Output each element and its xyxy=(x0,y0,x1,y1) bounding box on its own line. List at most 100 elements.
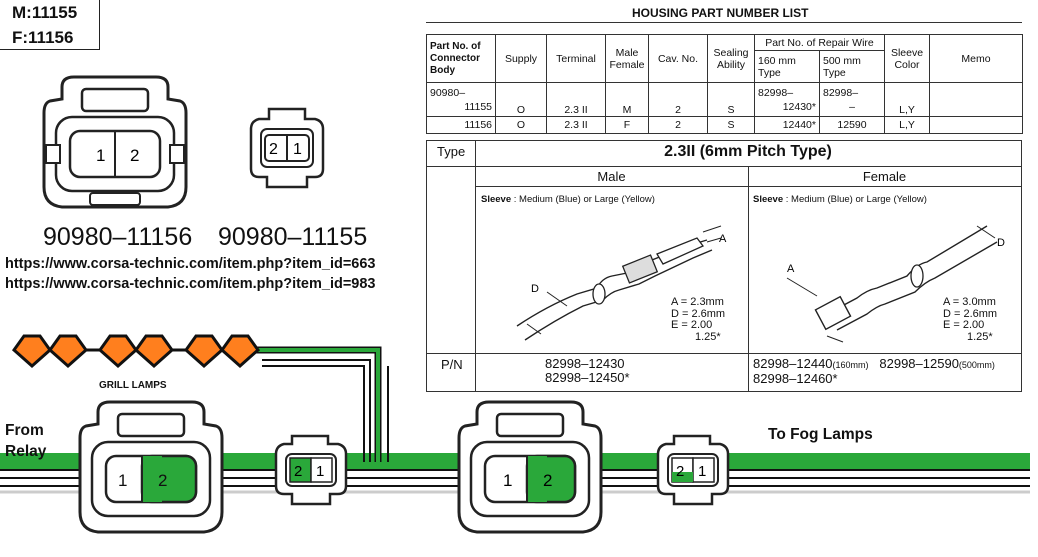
th-repair-wire: Part No. of Repair Wire xyxy=(754,34,885,51)
wiring-diagram: 1 2 2 1 1 2 2 1 xyxy=(0,334,1030,534)
cell-supply: O xyxy=(495,82,547,117)
type-label: Type xyxy=(437,144,466,159)
male-header: Male xyxy=(597,169,626,184)
th-male: Male xyxy=(615,46,639,59)
male-dim-a: A = 2.3mm xyxy=(671,296,724,308)
female-letter-d: D xyxy=(997,237,1005,249)
male-dim-e2: 1.25* xyxy=(695,330,721,343)
th-color: Color xyxy=(894,58,920,71)
th-160mm: 160 mm xyxy=(758,54,796,67)
male-terminal-drawing: A D xyxy=(516,225,727,341)
cell-mf: F xyxy=(605,116,649,134)
to-fog-lamps-label: To Fog Lamps xyxy=(768,426,873,443)
table-row: 90980–11155 O 2.3 II M 2 S 82998–12430* … xyxy=(426,82,1023,117)
th-160mm-type: Type xyxy=(758,66,781,79)
th-female: Female xyxy=(609,58,645,71)
from-relay-label-2: Relay xyxy=(5,443,47,460)
pin-1-label: 1 xyxy=(293,141,302,158)
male-dim-d: D = 2.6mm xyxy=(671,307,726,320)
th-part-no-2: Connector xyxy=(430,52,480,64)
female-dim-d: D = 2.6mm xyxy=(943,307,998,320)
cell-terminal: 2.3 II xyxy=(546,82,606,117)
pn-label: P/N xyxy=(441,357,463,372)
th-500mm: 500 mm xyxy=(823,54,861,67)
th-terminal: Terminal xyxy=(546,34,606,83)
cell-seal: S xyxy=(707,116,755,134)
mf-label-box: M:11155 F:11156 xyxy=(0,0,100,50)
svg-text:2: 2 xyxy=(543,471,552,490)
male-sleeve-text: : Medium (Blue) or Large (Yellow) xyxy=(511,194,655,205)
cell-memo xyxy=(929,82,1023,117)
cell-sleeve: L,Y xyxy=(884,82,930,117)
th-part-no-3: Body xyxy=(430,64,455,76)
pin-2-label: 2 xyxy=(130,146,139,165)
female-pn-1: 82998–12440 xyxy=(753,356,833,371)
cell-mf: M xyxy=(605,82,649,117)
cell-w500-a: 82998– xyxy=(823,86,859,99)
female-pn-3: 82998–12460* xyxy=(753,371,838,386)
connector-female-fog: 1 2 xyxy=(457,400,603,534)
cell-w500: 12590 xyxy=(819,116,885,134)
cell-w160-a: 82998– xyxy=(758,86,794,99)
svg-text:2: 2 xyxy=(676,463,684,480)
cell-part-b: 11155 xyxy=(464,100,492,113)
male-dim-e: E = 2.00 xyxy=(671,319,713,331)
cell-supply: O xyxy=(495,116,547,134)
male-pn-2: 82998–12450* xyxy=(545,370,630,385)
cell-w160: 12440* xyxy=(754,116,820,134)
male-sleeve-label: Sleeve xyxy=(481,194,512,205)
male-letter-a: A xyxy=(719,233,727,245)
th-sleeve: Sleeve xyxy=(890,46,924,59)
cell-part: 11156 xyxy=(426,116,496,134)
cell-w160-b: 12430* xyxy=(782,100,816,113)
th-500mm-type: Type xyxy=(823,66,846,79)
link-item-983[interactable]: https://www.corsa-technic.com/item.php?i… xyxy=(5,276,376,292)
female-sleeve-label: Sleeve xyxy=(753,194,784,205)
female-pn-2: 82998–12590 xyxy=(879,356,959,371)
connector-male-fog: 2 1 xyxy=(656,434,730,506)
female-terminal-drawing: A D xyxy=(786,225,1005,343)
th-supply: Supply xyxy=(495,34,547,83)
housing-part-table: Part No. of Connector Body Supply Termin… xyxy=(426,34,1023,134)
cell-cav: 2 xyxy=(648,82,708,117)
female-pn-2-note: (500mm) xyxy=(958,360,995,370)
th-cav: Cav. No. xyxy=(648,34,708,83)
from-relay-label-1: From xyxy=(5,422,44,439)
svg-text:1: 1 xyxy=(698,463,706,480)
cell-w500-b: – xyxy=(849,100,855,113)
grill-lamps-label: GRILL LAMPS xyxy=(99,380,167,391)
cell-part-a: 90980– xyxy=(430,86,466,99)
cell-terminal: 2.3 II xyxy=(546,116,606,134)
female-pn-1-note: (160mm) xyxy=(832,360,869,370)
female-connector-drawing: 1 2 xyxy=(42,75,188,209)
th-part-no-1: Part No. of xyxy=(430,40,481,52)
connector-female-from-relay: 1 2 xyxy=(78,400,224,534)
th-memo: Memo xyxy=(929,34,1023,83)
female-dim-a: A = 3.0mm xyxy=(943,296,996,308)
male-letter-d: D xyxy=(531,283,539,295)
th-ability: Ability xyxy=(716,58,745,71)
table-row: 11156 O 2.3 II F 2 S 12440* 12590 L,Y xyxy=(426,116,1023,134)
part-number-11156: 90980–11156 xyxy=(43,223,193,251)
part-number-11155: 90980–11155 xyxy=(218,223,368,251)
male-pn-1: 82998–12430 xyxy=(545,356,625,371)
svg-text:1: 1 xyxy=(316,463,324,480)
m-label: M:11155 xyxy=(12,3,78,22)
link-item-663[interactable]: https://www.corsa-technic.com/item.php?i… xyxy=(5,256,376,272)
f-label: F:11156 xyxy=(12,28,74,47)
cell-memo xyxy=(929,116,1023,134)
male-connector-drawing: 2 1 xyxy=(249,107,325,189)
pin-1-label: 1 xyxy=(96,146,105,165)
female-letter-a: A xyxy=(787,263,795,275)
female-header: Female xyxy=(862,169,907,184)
table-title: HOUSING PART NUMBER LIST xyxy=(632,6,809,20)
cell-cav: 2 xyxy=(648,116,708,134)
terminal-spec-panel: Type 2.3II (6mm Pitch Type) Male Female … xyxy=(426,140,1022,392)
pin-2-label: 2 xyxy=(269,141,278,158)
svg-text:2: 2 xyxy=(158,471,167,490)
female-sleeve-text: : Medium (Blue) or Large (Yellow) xyxy=(783,194,927,205)
svg-text:1: 1 xyxy=(503,471,512,490)
grill-lamp-pentagons xyxy=(11,334,261,369)
female-dim-e2: 1.25* xyxy=(967,330,993,343)
svg-text:2: 2 xyxy=(294,463,302,480)
